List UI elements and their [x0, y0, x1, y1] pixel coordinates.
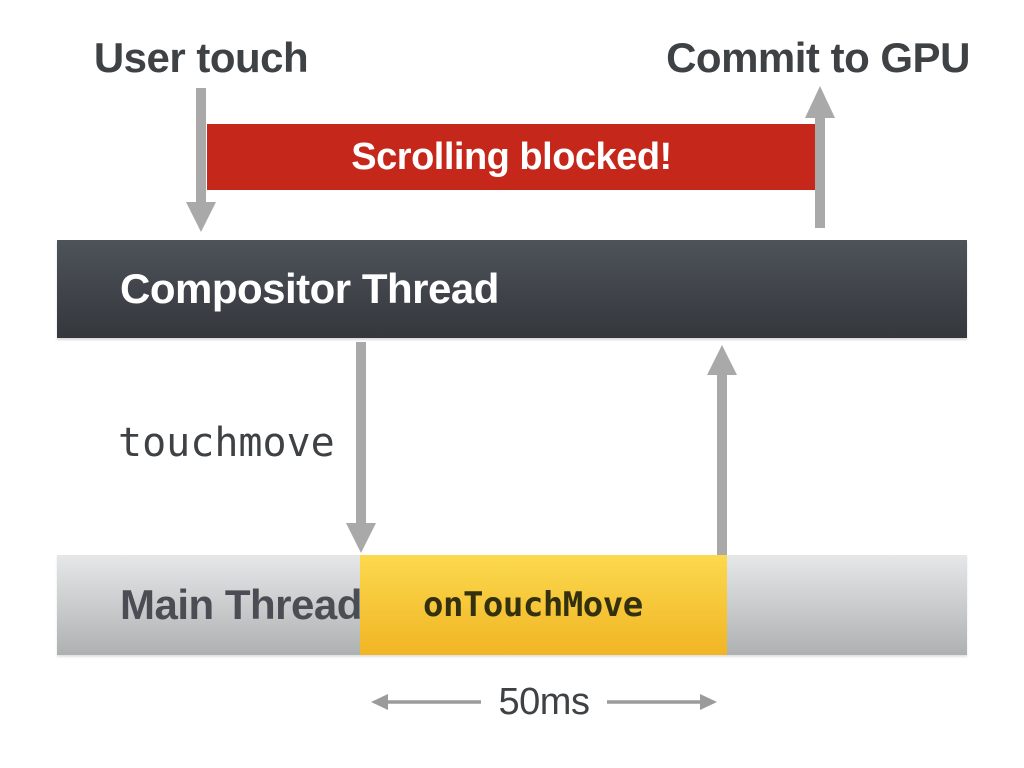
duration-arrow-left-icon [370, 694, 481, 710]
commit-gpu-arrow-up-icon [805, 86, 835, 228]
compositor-thread-bar: Compositor Thread [57, 240, 967, 338]
compositor-thread-label: Compositor Thread [120, 265, 499, 312]
ontouchmove-segment: onTouchMove [360, 555, 727, 655]
commit-to-gpu-label: Commit to GPU [666, 34, 970, 81]
ontouchmove-label: onTouchMove [423, 585, 643, 625]
scrolling-blocked-bar: Scrolling blocked! [207, 124, 816, 190]
duration-label: 50ms [498, 680, 590, 723]
main-thread-bar: Main Thread onTouchMove [57, 555, 967, 655]
touchmove-event-label: touchmove [118, 420, 335, 466]
main-return-arrow-up-icon [707, 345, 737, 555]
scrolling-blocked-label: Scrolling blocked! [351, 135, 672, 178]
touchmove-arrow-down-icon [346, 342, 376, 553]
main-thread-label: Main Thread [120, 581, 362, 628]
user-touch-arrow-down-icon [186, 88, 216, 232]
duration-annotation: 50ms [360, 680, 728, 724]
duration-arrow-right-icon [607, 694, 718, 710]
user-touch-label: User touch [93, 34, 309, 81]
